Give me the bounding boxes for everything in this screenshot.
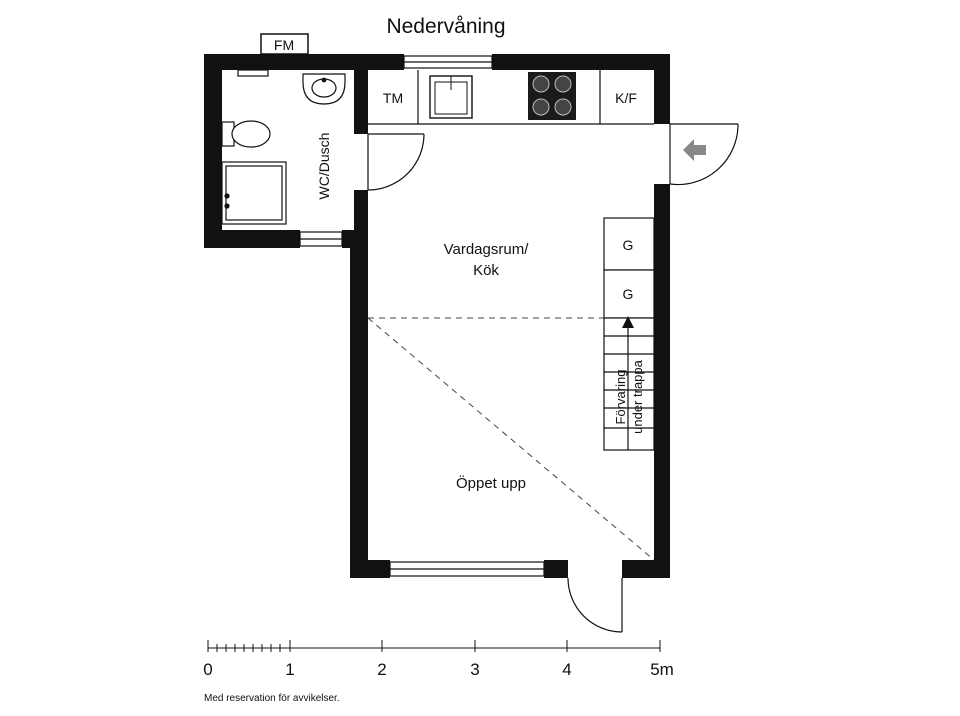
north-wall-west: [204, 54, 404, 70]
south-wall-c: [622, 560, 670, 578]
wc-label: WC/Dusch: [316, 133, 332, 200]
south-wall-b: [544, 560, 568, 578]
doors: [367, 123, 739, 633]
living-label-1: Vardagsrum/: [444, 241, 530, 258]
scale-tick-1: 1: [285, 660, 294, 679]
wc-door[interactable]: [367, 133, 425, 191]
kitchen-sink-icon: [429, 75, 473, 119]
stove-icon: [528, 72, 576, 120]
front-entrance-door[interactable]: [567, 577, 623, 633]
east-wall-a: [654, 54, 670, 124]
north-wall-east: [492, 54, 670, 70]
open-up-label: Öppet upp: [456, 474, 526, 492]
walls: [204, 54, 670, 578]
south-wall-a: [350, 560, 390, 578]
side-entrance-door[interactable]: [669, 123, 739, 186]
wardrobe-1: [603, 217, 655, 271]
wardrobe-2: [603, 269, 655, 319]
tm-label: TM: [383, 90, 403, 106]
kitchen-counter: [368, 70, 654, 125]
disclaimer: Med reservation för avvikelser.: [204, 693, 340, 704]
shower-icon: [221, 161, 287, 225]
open-above-lines: [367, 317, 655, 561]
living-label-2: Kök: [473, 262, 499, 279]
kf-label: K/F: [615, 90, 637, 106]
fm-label: FM: [274, 37, 294, 53]
scale-tick-2: 2: [377, 660, 386, 679]
living-west-wall: [350, 230, 368, 578]
scale-tick-0: 0: [203, 660, 212, 679]
east-wall-b: [654, 184, 670, 578]
scale-tick-5: 5m: [650, 660, 674, 679]
wc-south-wall-a: [204, 230, 300, 248]
storage-under-stairs: [603, 317, 655, 451]
wc-fixtures: [221, 69, 346, 225]
storage-label-1: Förvaring: [613, 370, 628, 425]
toilet-icon: [221, 120, 271, 148]
floor-title: Nedervåning: [386, 15, 505, 38]
wardrobe-2-label: G: [623, 286, 634, 302]
storage-label-2: under trappa: [630, 359, 645, 433]
entrance-arrow-icon: [683, 139, 706, 161]
wc-west-wall: [204, 54, 222, 248]
mirror-shelf-icon: [237, 69, 269, 77]
scale-tick-4: 4: [562, 660, 571, 679]
stair-up-arrow-icon: [622, 316, 634, 328]
scale-tick-3: 3: [470, 660, 479, 679]
wardrobe-1-label: G: [623, 237, 634, 253]
scale-bar: [207, 640, 661, 652]
windows: [299, 55, 545, 577]
wc-east-wall-a: [354, 70, 368, 134]
